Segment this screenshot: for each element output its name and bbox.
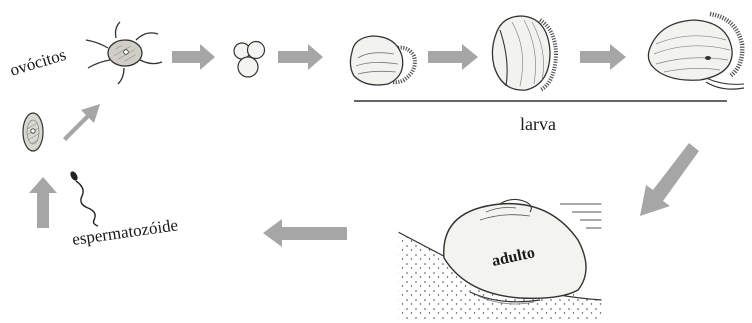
- larva-label: larva: [520, 114, 556, 134]
- arrow-sperm-to-egg: [29, 177, 57, 228]
- larva-stage1-icon: [350, 36, 414, 85]
- oocytes-label: ovócitos: [8, 45, 69, 80]
- arrow-larva2-to-larva3: [580, 44, 626, 70]
- oocyte-icon: [86, 22, 162, 84]
- sperm-icon: [69, 170, 98, 226]
- arrow-larva-to-adult: [640, 143, 699, 216]
- arrow-larva1-to-larva2: [428, 44, 478, 70]
- cleavage-cells-icon: [234, 42, 265, 78]
- egg-cell-icon: [23, 113, 43, 151]
- arrow-adult-to-sperm: [263, 219, 347, 247]
- arrow-egg-to-oocyte: [63, 104, 100, 141]
- arrow-cleavage-to-larva1: [278, 44, 323, 70]
- larva-stage3-icon: [648, 14, 744, 89]
- sperm-label: espermatozóide: [71, 215, 179, 249]
- larva-stage2-icon: [492, 16, 556, 90]
- arrow-oocyte-to-cleavage: [172, 44, 215, 70]
